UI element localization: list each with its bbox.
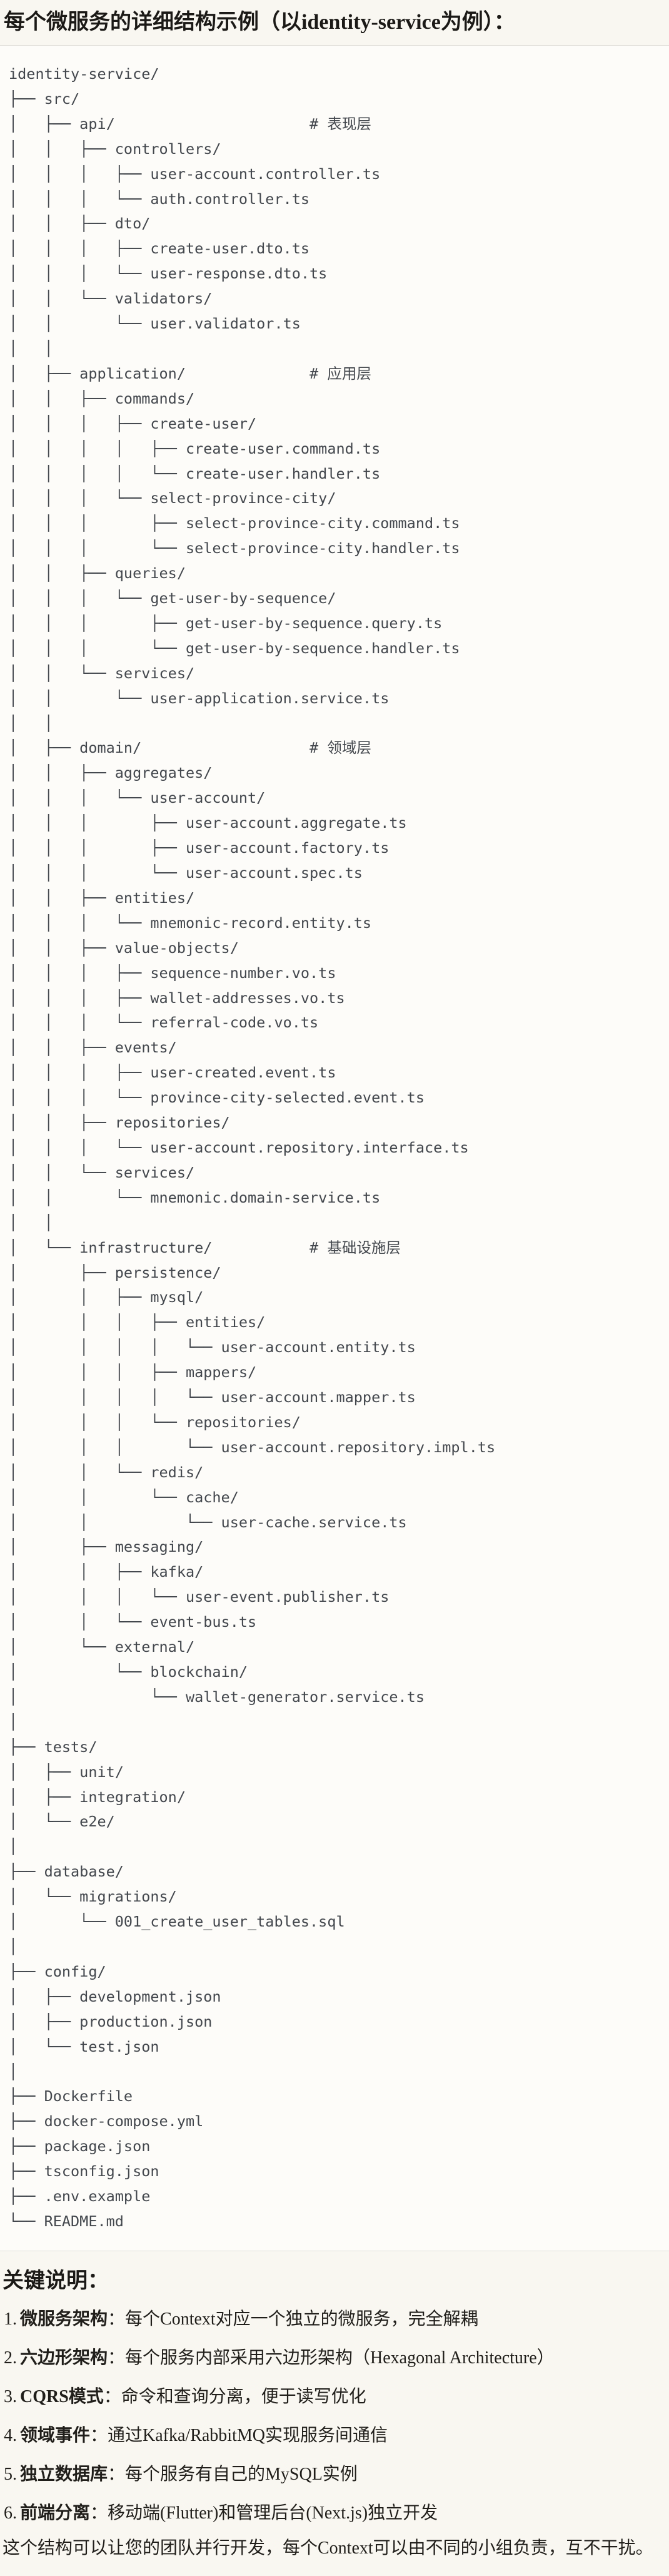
notes-section: 关键说明： 1.微服务架构：每个Context对应一个独立的微服务，完全解耦 2.… (0, 2268, 669, 2574)
list-item: 6.前端分离：移动端(Flutter)和管理后台(Next.js)独立开发 (4, 2503, 664, 2524)
item-text: ：命令和查询分离，便于读写优化 (103, 2386, 366, 2406)
notes-heading: 关键说明： (3, 2269, 109, 2293)
item-number: 5. (4, 2464, 17, 2484)
directory-tree: identity-service/ ├── src/ │ ├── api/ # … (9, 65, 496, 2230)
item-label: 独立数据库 (20, 2464, 108, 2484)
item-number: 2. (4, 2348, 17, 2368)
item-text: ：通过Kafka/RabbitMQ实现服务间通信 (90, 2425, 388, 2445)
list-item: 5.独立数据库：每个服务有自己的MySQL实例 (4, 2464, 664, 2485)
item-label: CQRS模式 (20, 2386, 104, 2406)
item-number: 1. (4, 2309, 17, 2329)
list-item: 2.六边形架构：每个服务内部采用六边形架构（Hexagonal Architec… (4, 2348, 664, 2369)
closing-paragraph: 这个结构可以让您的团队并行开发，每个Context可以由不同的小组负责，互不干扰… (3, 2538, 653, 2558)
item-label: 领域事件 (20, 2425, 91, 2445)
list-item: 1.微服务架构：每个Context对应一个独立的微服务，完全解耦 (4, 2309, 664, 2330)
item-text: ：每个Context对应一个独立的微服务，完全解耦 (108, 2309, 478, 2329)
item-number: 4. (4, 2425, 17, 2445)
page-title: 每个微服务的详细结构示例（以identity-service为例）： (4, 11, 515, 34)
list-item: 3.CQRS模式：命令和查询分离，便于读写优化 (4, 2386, 664, 2408)
list-item: 4.领域事件：通过Kafka/RabbitMQ实现服务间通信 (4, 2425, 664, 2446)
item-number: 6. (4, 2503, 17, 2523)
item-number: 3. (4, 2386, 17, 2406)
item-text: ：每个服务内部采用六边形架构（Hexagonal Architecture） (108, 2348, 555, 2368)
item-label: 前端分离 (20, 2503, 91, 2523)
code-block: identity-service/ ├── src/ │ ├── api/ # … (0, 45, 669, 2251)
item-label: 微服务架构 (20, 2309, 108, 2329)
item-text: ：移动端(Flutter)和管理后台(Next.js)独立开发 (90, 2503, 438, 2523)
item-label: 六边形架构 (20, 2348, 108, 2368)
item-text: ：每个服务有自己的MySQL实例 (108, 2464, 358, 2484)
